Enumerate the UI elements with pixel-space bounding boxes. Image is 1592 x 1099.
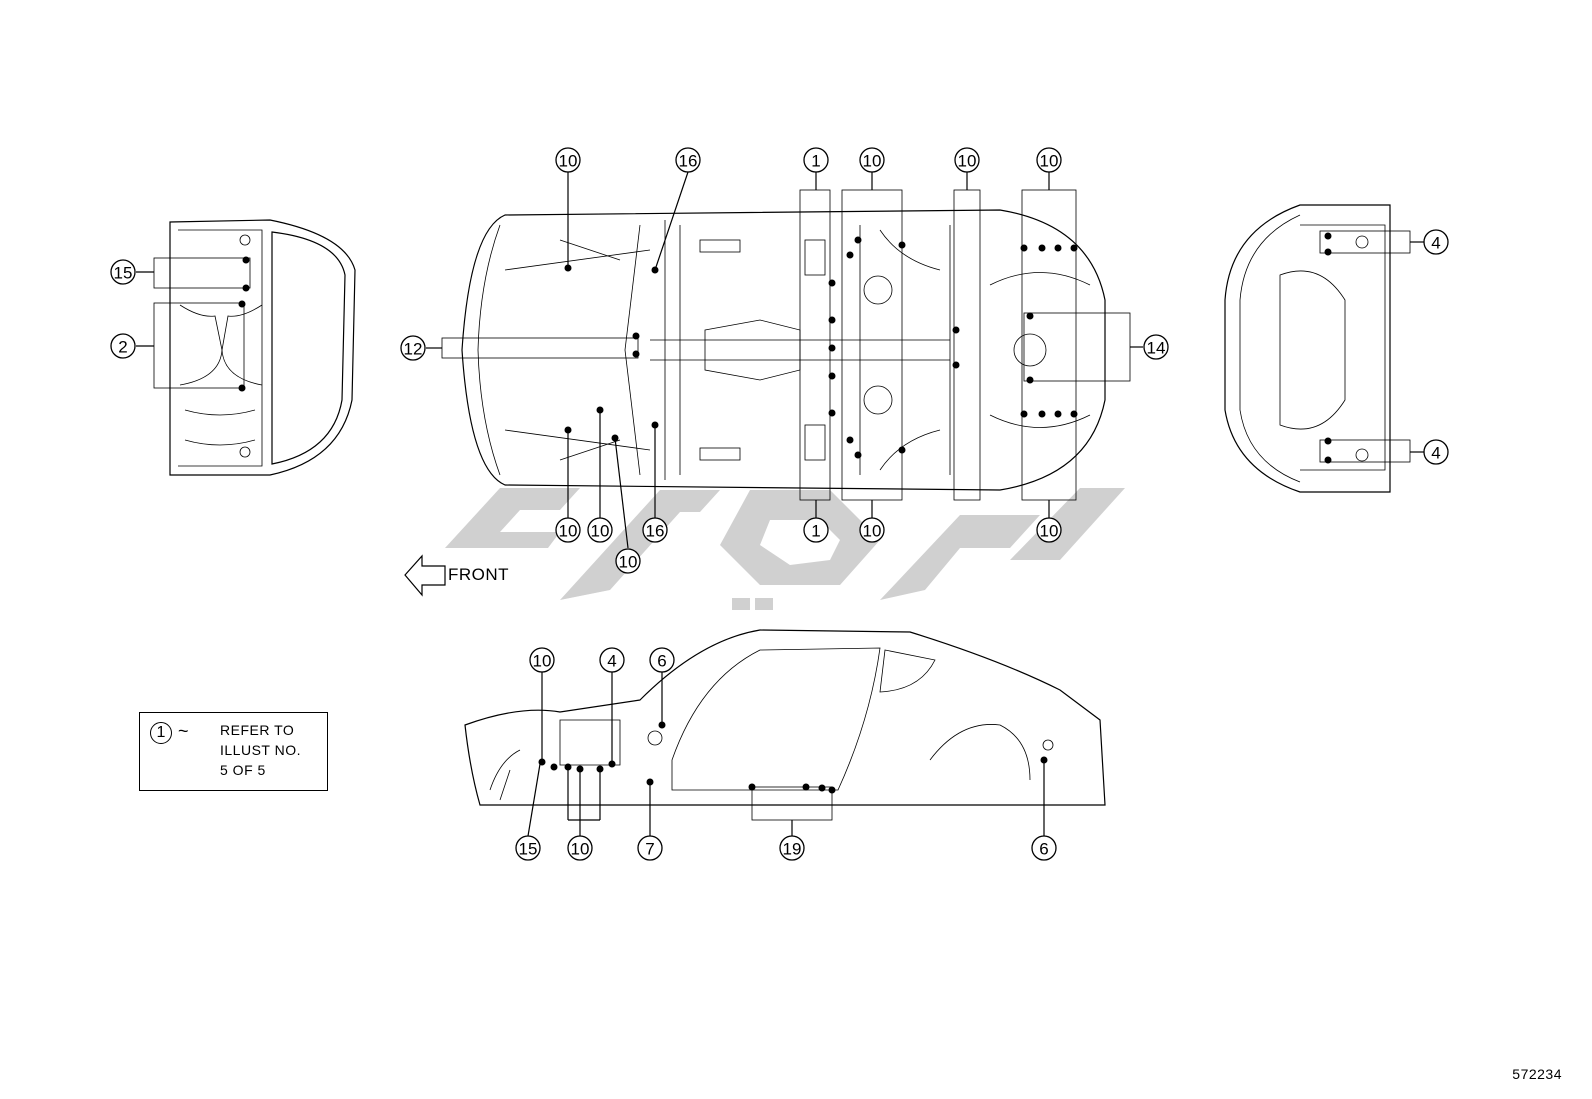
legend-tilde: ~ — [178, 721, 189, 741]
callout-underbody-bottom-6: 10 — [859, 517, 885, 543]
part-number: 572234 — [1512, 1066, 1562, 1082]
front-view-leaders — [136, 256, 250, 392]
callout-underbody-bottom-5: 1 — [803, 517, 829, 543]
callout-side-bottom-3: 7 — [637, 835, 663, 861]
front-label: FRONT — [448, 565, 510, 584]
callout-rear-view-1: 4 — [1423, 229, 1449, 255]
svg-text:6: 6 — [1039, 840, 1048, 859]
svg-text:4: 4 — [1431, 234, 1440, 253]
rear-view-leaders — [1324, 232, 1424, 464]
svg-text:12: 12 — [404, 340, 423, 359]
callout-underbody-bottom-4: 16 — [642, 517, 668, 543]
svg-text:16: 16 — [679, 152, 698, 171]
svg-text:6: 6 — [657, 652, 666, 671]
svg-text:2: 2 — [118, 338, 127, 357]
callout-underbody-top-2: 16 — [675, 147, 701, 173]
svg-text:10: 10 — [533, 652, 552, 671]
svg-text:4: 4 — [607, 652, 616, 671]
callout-underbody-right: 14 — [1143, 334, 1169, 360]
callout-underbody-bottom-3: 10 — [615, 548, 641, 574]
rear-view-drawing — [1224, 204, 1411, 493]
callout-side-top-2: 4 — [599, 647, 625, 673]
svg-text:15: 15 — [114, 264, 133, 283]
front-arrow-icon — [404, 554, 446, 597]
callout-front-view-2: 2 — [110, 333, 136, 359]
svg-text:10: 10 — [559, 152, 578, 171]
svg-text:10: 10 — [559, 522, 578, 541]
svg-text:10: 10 — [591, 522, 610, 541]
callout-rear-view-2: 4 — [1423, 439, 1449, 465]
svg-text:15: 15 — [519, 840, 538, 859]
legend-box: 1 ~ REFER TO ILLUST NO. 5 OF 5 — [139, 712, 328, 791]
side-view-leaders — [527, 672, 1045, 837]
callout-underbody-bottom-1: 10 — [555, 517, 581, 543]
callout-underbody-top-6: 10 — [1036, 147, 1062, 173]
underbody-drawing — [461, 209, 1106, 491]
svg-text:10: 10 — [571, 840, 590, 859]
callout-underbody-bottom-2: 10 — [587, 517, 613, 543]
callout-underbody-left: 12 — [400, 335, 426, 361]
side-view-drawing — [464, 629, 1106, 821]
callout-underbody-top-1: 10 — [555, 147, 581, 173]
legend-text: REFER TO ILLUST NO. 5 OF 5 — [220, 722, 301, 778]
svg-text:7: 7 — [645, 840, 654, 859]
svg-text:19: 19 — [783, 840, 802, 859]
underbody-leaders — [426, 171, 1143, 549]
callout-side-bottom-5: 6 — [1031, 835, 1057, 861]
svg-text:10: 10 — [1040, 522, 1059, 541]
svg-text:10: 10 — [1040, 152, 1059, 171]
watermark-logo — [445, 488, 1125, 610]
svg-text:14: 14 — [1147, 339, 1166, 358]
callout-underbody-top-4: 10 — [859, 147, 885, 173]
svg-text:10: 10 — [958, 152, 977, 171]
side-view-points — [538, 721, 1048, 794]
callout-side-bottom-4: 19 — [779, 835, 805, 861]
callout-underbody-bottom-7: 10 — [1036, 517, 1062, 543]
svg-text:10: 10 — [863, 522, 882, 541]
underbody-points — [564, 236, 1078, 459]
callout-front-view-1: 15 — [110, 259, 136, 285]
callout-side-top-1: 10 — [529, 647, 555, 673]
front-view-drawing — [153, 219, 356, 476]
callout-underbody-top-5: 10 — [954, 147, 980, 173]
svg-text:10: 10 — [863, 152, 882, 171]
callout-underbody-top-3: 1 — [803, 147, 829, 173]
callout-side-top-3: 6 — [649, 647, 675, 673]
svg-text:16: 16 — [646, 522, 665, 541]
svg-text:10: 10 — [619, 553, 638, 572]
callout-side-bottom-1: 15 — [515, 835, 541, 861]
legend-symbol: 1 — [150, 722, 172, 744]
svg-text:4: 4 — [1431, 444, 1440, 463]
svg-text:1: 1 — [811, 522, 820, 541]
svg-text:1: 1 — [811, 152, 820, 171]
callout-side-bottom-2: 10 — [567, 835, 593, 861]
